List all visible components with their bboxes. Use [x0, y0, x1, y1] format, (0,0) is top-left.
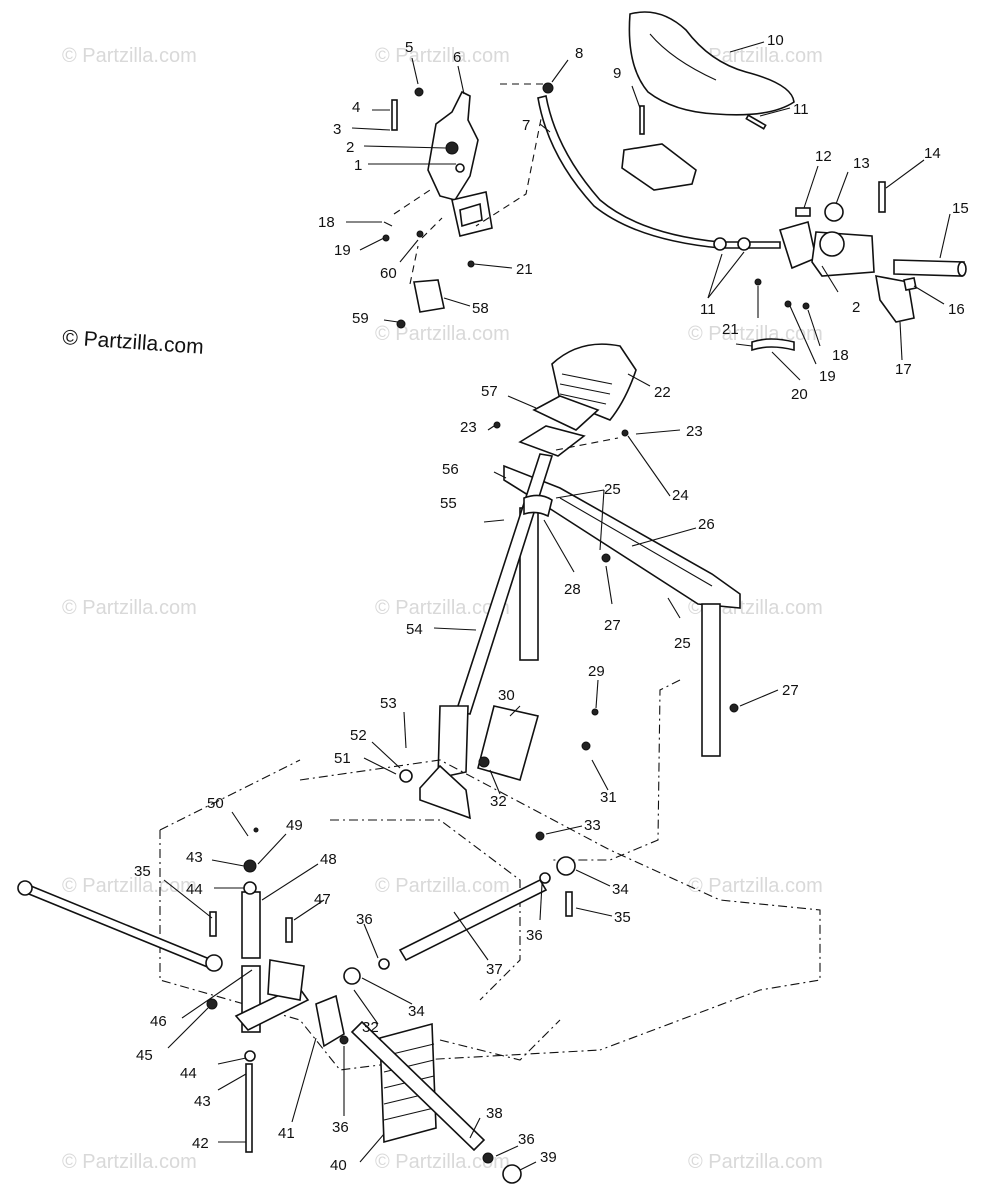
callout-60: 60 — [380, 265, 397, 282]
callout-23: 23 — [460, 419, 477, 436]
lever-bracket-assembly — [382, 83, 549, 329]
callout-19: 19 — [334, 242, 351, 259]
watermark: © Partzilla.com — [62, 45, 197, 67]
watermarks: © Partzilla.com © Partzilla.com © Partzi… — [62, 45, 823, 1173]
callout-4: 4 — [352, 99, 360, 116]
watermark: © Partzilla.com — [375, 875, 510, 897]
callout-30: 30 — [498, 687, 515, 704]
callout-25: 25 — [604, 481, 621, 498]
callout-7: 7 — [522, 117, 530, 134]
callout-52: 52 — [350, 727, 367, 744]
callout-43: 43 — [194, 1093, 211, 1110]
callout-15: 15 — [952, 200, 969, 217]
callout-57: 57 — [481, 383, 498, 400]
callout-45: 45 — [136, 1047, 153, 1064]
callout-11: 11 — [700, 301, 716, 318]
callout-43: 43 — [186, 849, 203, 866]
callout-10: 10 — [767, 32, 784, 49]
callout-36: 36 — [356, 911, 373, 928]
watermark: © Partzilla.com — [375, 45, 510, 67]
watermark: © Partzilla.com — [62, 1151, 197, 1173]
callout-22: 22 — [654, 384, 671, 401]
callout-3: 3 — [333, 121, 341, 138]
callout-29: 29 — [588, 663, 605, 680]
callout-32: 32 — [362, 1019, 379, 1036]
callout-37: 37 — [486, 961, 503, 978]
boot-shaft-assembly — [350, 1020, 522, 1184]
leader-lines — [163, 41, 951, 1171]
callout-5: 5 — [405, 39, 413, 56]
callout-32: 32 — [490, 793, 507, 810]
callout-39: 39 — [540, 1149, 557, 1166]
callout-33: 33 — [584, 817, 601, 834]
callout-34: 34 — [408, 1003, 425, 1020]
watermark: © Partzilla.com — [688, 1151, 823, 1173]
handlebar-assembly — [537, 11, 967, 352]
callout-25: 25 — [674, 635, 691, 652]
callout-17: 17 — [895, 361, 912, 378]
callout-54: 54 — [406, 621, 423, 638]
watermark: © Partzilla.com — [375, 1151, 510, 1173]
callout-11: 11 — [793, 101, 809, 118]
callout-21: 21 — [516, 261, 533, 278]
callout-36: 36 — [332, 1119, 349, 1136]
callout-1: 1 — [354, 157, 362, 174]
callout-16: 16 — [948, 301, 965, 318]
callout-38: 38 — [486, 1105, 503, 1122]
steering-column-assembly — [399, 343, 741, 820]
callout-12: 12 — [815, 148, 832, 165]
callout-14: 14 — [924, 145, 941, 162]
callout-49: 49 — [286, 817, 303, 834]
callout-47: 47 — [314, 891, 331, 908]
watermark: © Partzilla.com — [688, 875, 823, 897]
callout-42: 42 — [192, 1135, 209, 1152]
callout-26: 26 — [698, 516, 715, 533]
callout-2: 2 — [346, 139, 354, 156]
callout-20: 20 — [791, 386, 808, 403]
callout-28: 28 — [564, 581, 581, 598]
callout-55: 55 — [440, 495, 457, 512]
brand-logo-text: © Partzilla.com — [62, 326, 205, 359]
callout-36: 36 — [526, 927, 543, 944]
callout-59: 59 — [352, 310, 369, 327]
watermark: © Partzilla.com — [375, 597, 510, 619]
callout-18: 18 — [832, 347, 849, 364]
callout-27: 27 — [604, 617, 621, 634]
callout-2: 2 — [852, 299, 860, 316]
callout-48: 48 — [320, 851, 337, 868]
callout-53: 53 — [380, 695, 397, 712]
watermark: © Partzilla.com — [62, 597, 197, 619]
callout-19: 19 — [819, 368, 836, 385]
callout-44: 44 — [186, 881, 203, 898]
callout-18: 18 — [318, 214, 335, 231]
watermark: © Partzilla.com — [688, 323, 823, 345]
callout-27: 27 — [782, 682, 799, 699]
callout-23: 23 — [686, 423, 703, 440]
callout-41: 41 — [278, 1125, 295, 1142]
callout-9: 9 — [613, 65, 621, 82]
callout-58: 58 — [472, 300, 489, 317]
callout-21: 21 — [722, 321, 739, 338]
watermark: © Partzilla.com — [62, 875, 197, 897]
callout-50: 50 — [207, 795, 224, 812]
callout-36: 36 — [518, 1131, 535, 1148]
callout-labels: 5 6 4 3 2 1 18 19 60 21 59 58 8 7 9 10 1… — [134, 32, 969, 1174]
callout-51: 51 — [334, 750, 351, 767]
callout-34: 34 — [612, 881, 629, 898]
callout-35: 35 — [614, 909, 631, 926]
callout-24: 24 — [672, 487, 689, 504]
callout-31: 31 — [600, 789, 617, 806]
callout-6: 6 — [453, 49, 461, 66]
watermark: © Partzilla.com — [375, 323, 510, 345]
callout-8: 8 — [575, 45, 583, 62]
callout-44: 44 — [180, 1065, 197, 1082]
callout-46: 46 — [150, 1013, 167, 1030]
callout-35: 35 — [134, 863, 151, 880]
callout-40: 40 — [330, 1157, 347, 1174]
tie-rod-assembly — [17, 827, 576, 1153]
callout-13: 13 — [853, 155, 870, 172]
body-outline — [159, 679, 821, 1071]
callout-56: 56 — [442, 461, 459, 478]
